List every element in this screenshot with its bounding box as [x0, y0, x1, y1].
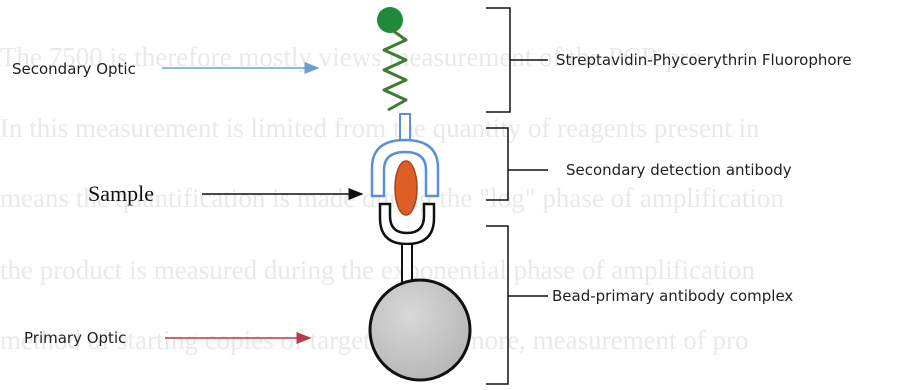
bead-complex-label: Bead-primary antibody complex	[552, 287, 793, 305]
bead	[370, 280, 470, 380]
fluorophore-spring	[384, 30, 406, 110]
fluorophore-label: Streptavidin-Phycoerythrin Fluorophore	[556, 51, 852, 69]
primary-optic-label: Primary Optic	[24, 329, 126, 347]
fluorophore-ball	[377, 7, 403, 33]
fluorophore-bracket	[486, 8, 548, 112]
primary-antibody	[380, 204, 434, 290]
sample-analyte	[395, 161, 417, 215]
sample-label: Sample	[88, 181, 154, 207]
detection-antibody-label: Secondary detection antibody	[566, 161, 792, 179]
detection-antibody-bracket	[486, 128, 548, 200]
bead-complex-bracket	[486, 226, 548, 384]
secondary-optic-label: Secondary Optic	[12, 60, 136, 78]
